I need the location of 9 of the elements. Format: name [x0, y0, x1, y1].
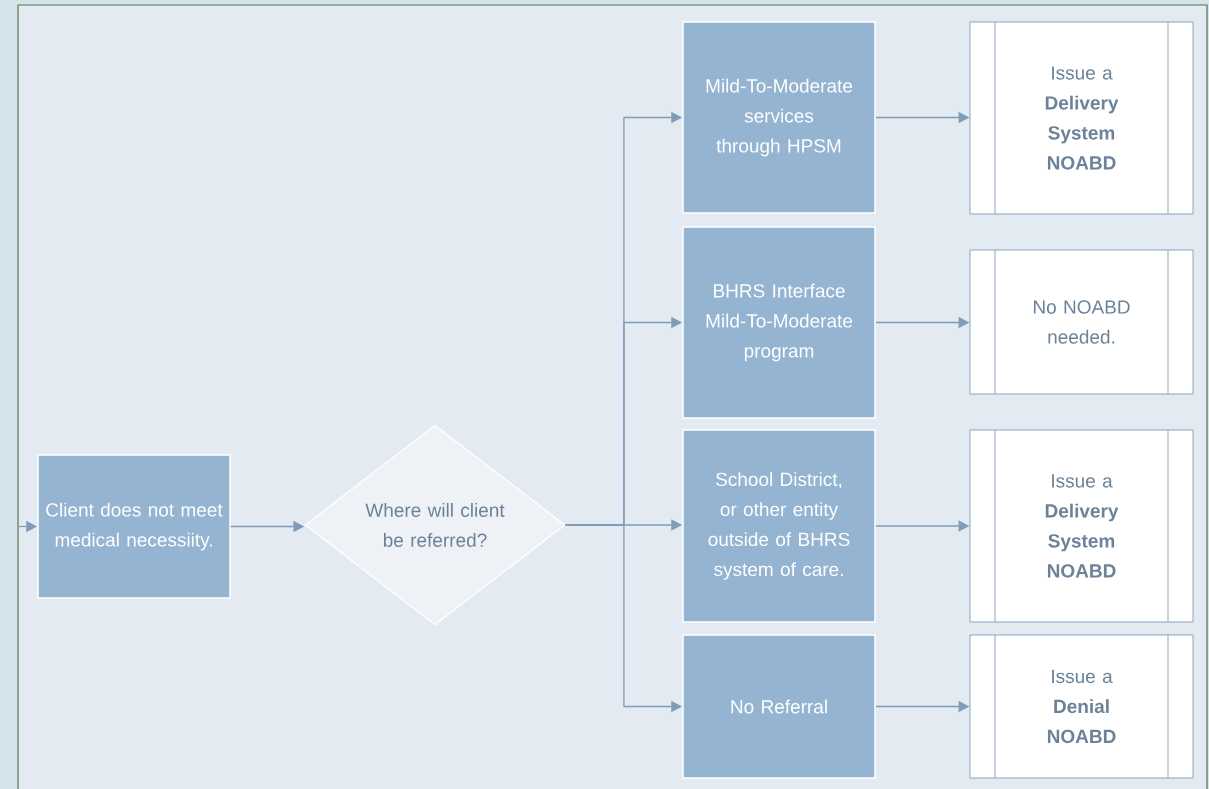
- process-box: BHRS Interface Mild-To-Moderate program: [682, 226, 876, 419]
- process-box: Client does not meet medical necessiity.: [37, 454, 231, 599]
- process-box: School District, or other entity outside of BHRS system of care.: [682, 429, 876, 623]
- subprocess-box: No NOABD needed.: [969, 249, 1194, 395]
- process-box: Mild-To-Moderate services through HPSM: [682, 21, 876, 214]
- process-box: No Referral: [682, 634, 876, 779]
- subprocess-box: Issue a Denial NOABD: [969, 634, 1194, 779]
- subprocess-box: Issue a Delivery System NOABD: [969, 429, 1194, 623]
- subprocess-box: Issue a Delivery System NOABD: [969, 21, 1194, 215]
